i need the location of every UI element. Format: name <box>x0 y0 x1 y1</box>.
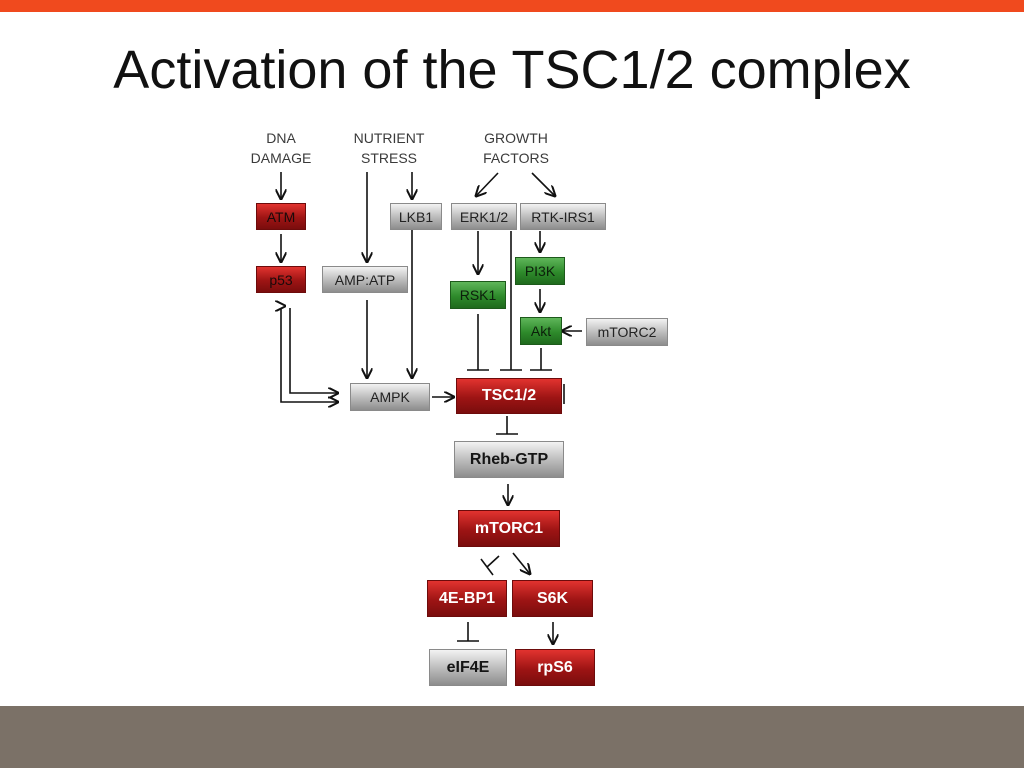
source-nutrient-stress: NUTRIENT STRESS <box>353 130 425 166</box>
node-akt: Akt <box>520 317 562 345</box>
top-accent-bar <box>0 0 1024 12</box>
arrow-mtorc1-s6k <box>512 552 530 574</box>
node-tsc: TSC1/2 <box>456 378 562 414</box>
footer-bar <box>0 706 1024 768</box>
pathway-diagram: DNA DAMAGE NUTRIENT STRESS GROWTH FACTOR… <box>0 130 668 706</box>
node-p53: p53 <box>256 266 306 293</box>
node-atm: ATM <box>256 203 306 230</box>
node-mtorc1: mTORC1 <box>458 510 560 547</box>
node-4e-bp1: 4E-BP1 <box>427 580 507 617</box>
node-pi3k: PI3K <box>515 257 565 285</box>
node-rtk-irs1: RTK-IRS1 <box>520 203 606 230</box>
node-rps6: rpS6 <box>515 649 595 686</box>
node-rsk1: RSK1 <box>450 281 506 309</box>
slide-title: Activation of the TSC1/2 complex <box>113 40 911 100</box>
arrow-gf-erk <box>476 172 499 196</box>
double-arrow-p53-ampk <box>280 308 338 402</box>
node-s6k: S6K <box>512 580 593 617</box>
node-erk: ERK1/2 <box>451 203 517 230</box>
node-rheb-gtp: Rheb-GTP <box>454 441 564 478</box>
node-mtorc2: mTORC2 <box>586 318 668 346</box>
node-ampk: AMPK <box>350 383 430 411</box>
node-amp-atp: AMP:ATP <box>322 266 408 293</box>
source-growth-factors: GROWTH FACTORS <box>483 130 549 166</box>
node-lkb1: LKB1 <box>390 203 442 230</box>
source-dna-damage: DNA DAMAGE <box>250 130 312 166</box>
pathway-connectors <box>0 172 582 706</box>
arrow-gf-rtk <box>531 172 555 196</box>
node-eif4e: eIF4E <box>429 649 507 686</box>
inhibit-mtorc1-4ebp1 <box>486 555 500 568</box>
